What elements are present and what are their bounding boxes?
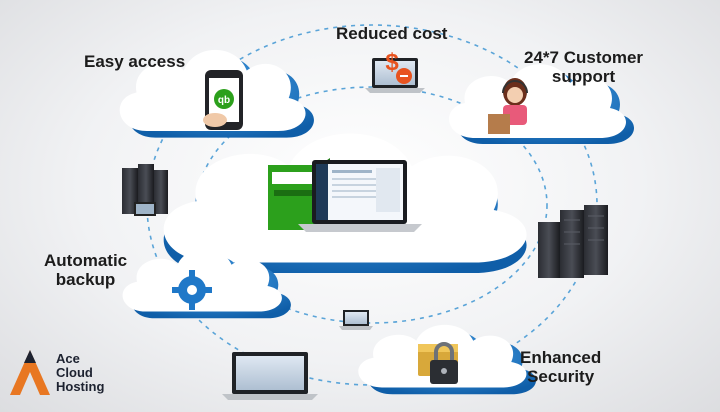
server-rack-icon — [122, 164, 168, 216]
laptop-dollar-icon: $ — [365, 49, 425, 93]
quickbooks-enterprise-box-icon — [268, 158, 330, 230]
customer-support-label: 24*7 Customer support — [524, 48, 644, 86]
support-agent-icon — [488, 78, 528, 134]
logo-line-hosting: Hosting — [56, 379, 105, 394]
laptop-icon — [339, 310, 373, 330]
server-rack-icon — [538, 205, 608, 278]
automatic-backup-label: Automatic backup — [44, 251, 128, 289]
logo-line-ace: Ace — [56, 351, 80, 366]
company-logo-text: Ace Cloud Hosting — [56, 352, 104, 394]
svg-text:$: $ — [385, 49, 399, 76]
logo-line-cloud: Cloud — [56, 365, 93, 380]
padlock-icon — [418, 342, 458, 384]
central-laptop-icon — [298, 160, 422, 232]
smartphone-quickbooks-icon: qb — [203, 70, 243, 130]
easy-access-label: Easy access — [84, 52, 186, 71]
ace-logo-icon — [10, 350, 50, 395]
svg-text:qb: qb — [218, 95, 230, 106]
reduced-cost-label: Reduced cost — [336, 24, 448, 43]
enhanced-security-label: Enhanced Security — [520, 348, 602, 386]
laptop-icon — [222, 352, 318, 400]
gear-icon — [172, 270, 212, 310]
